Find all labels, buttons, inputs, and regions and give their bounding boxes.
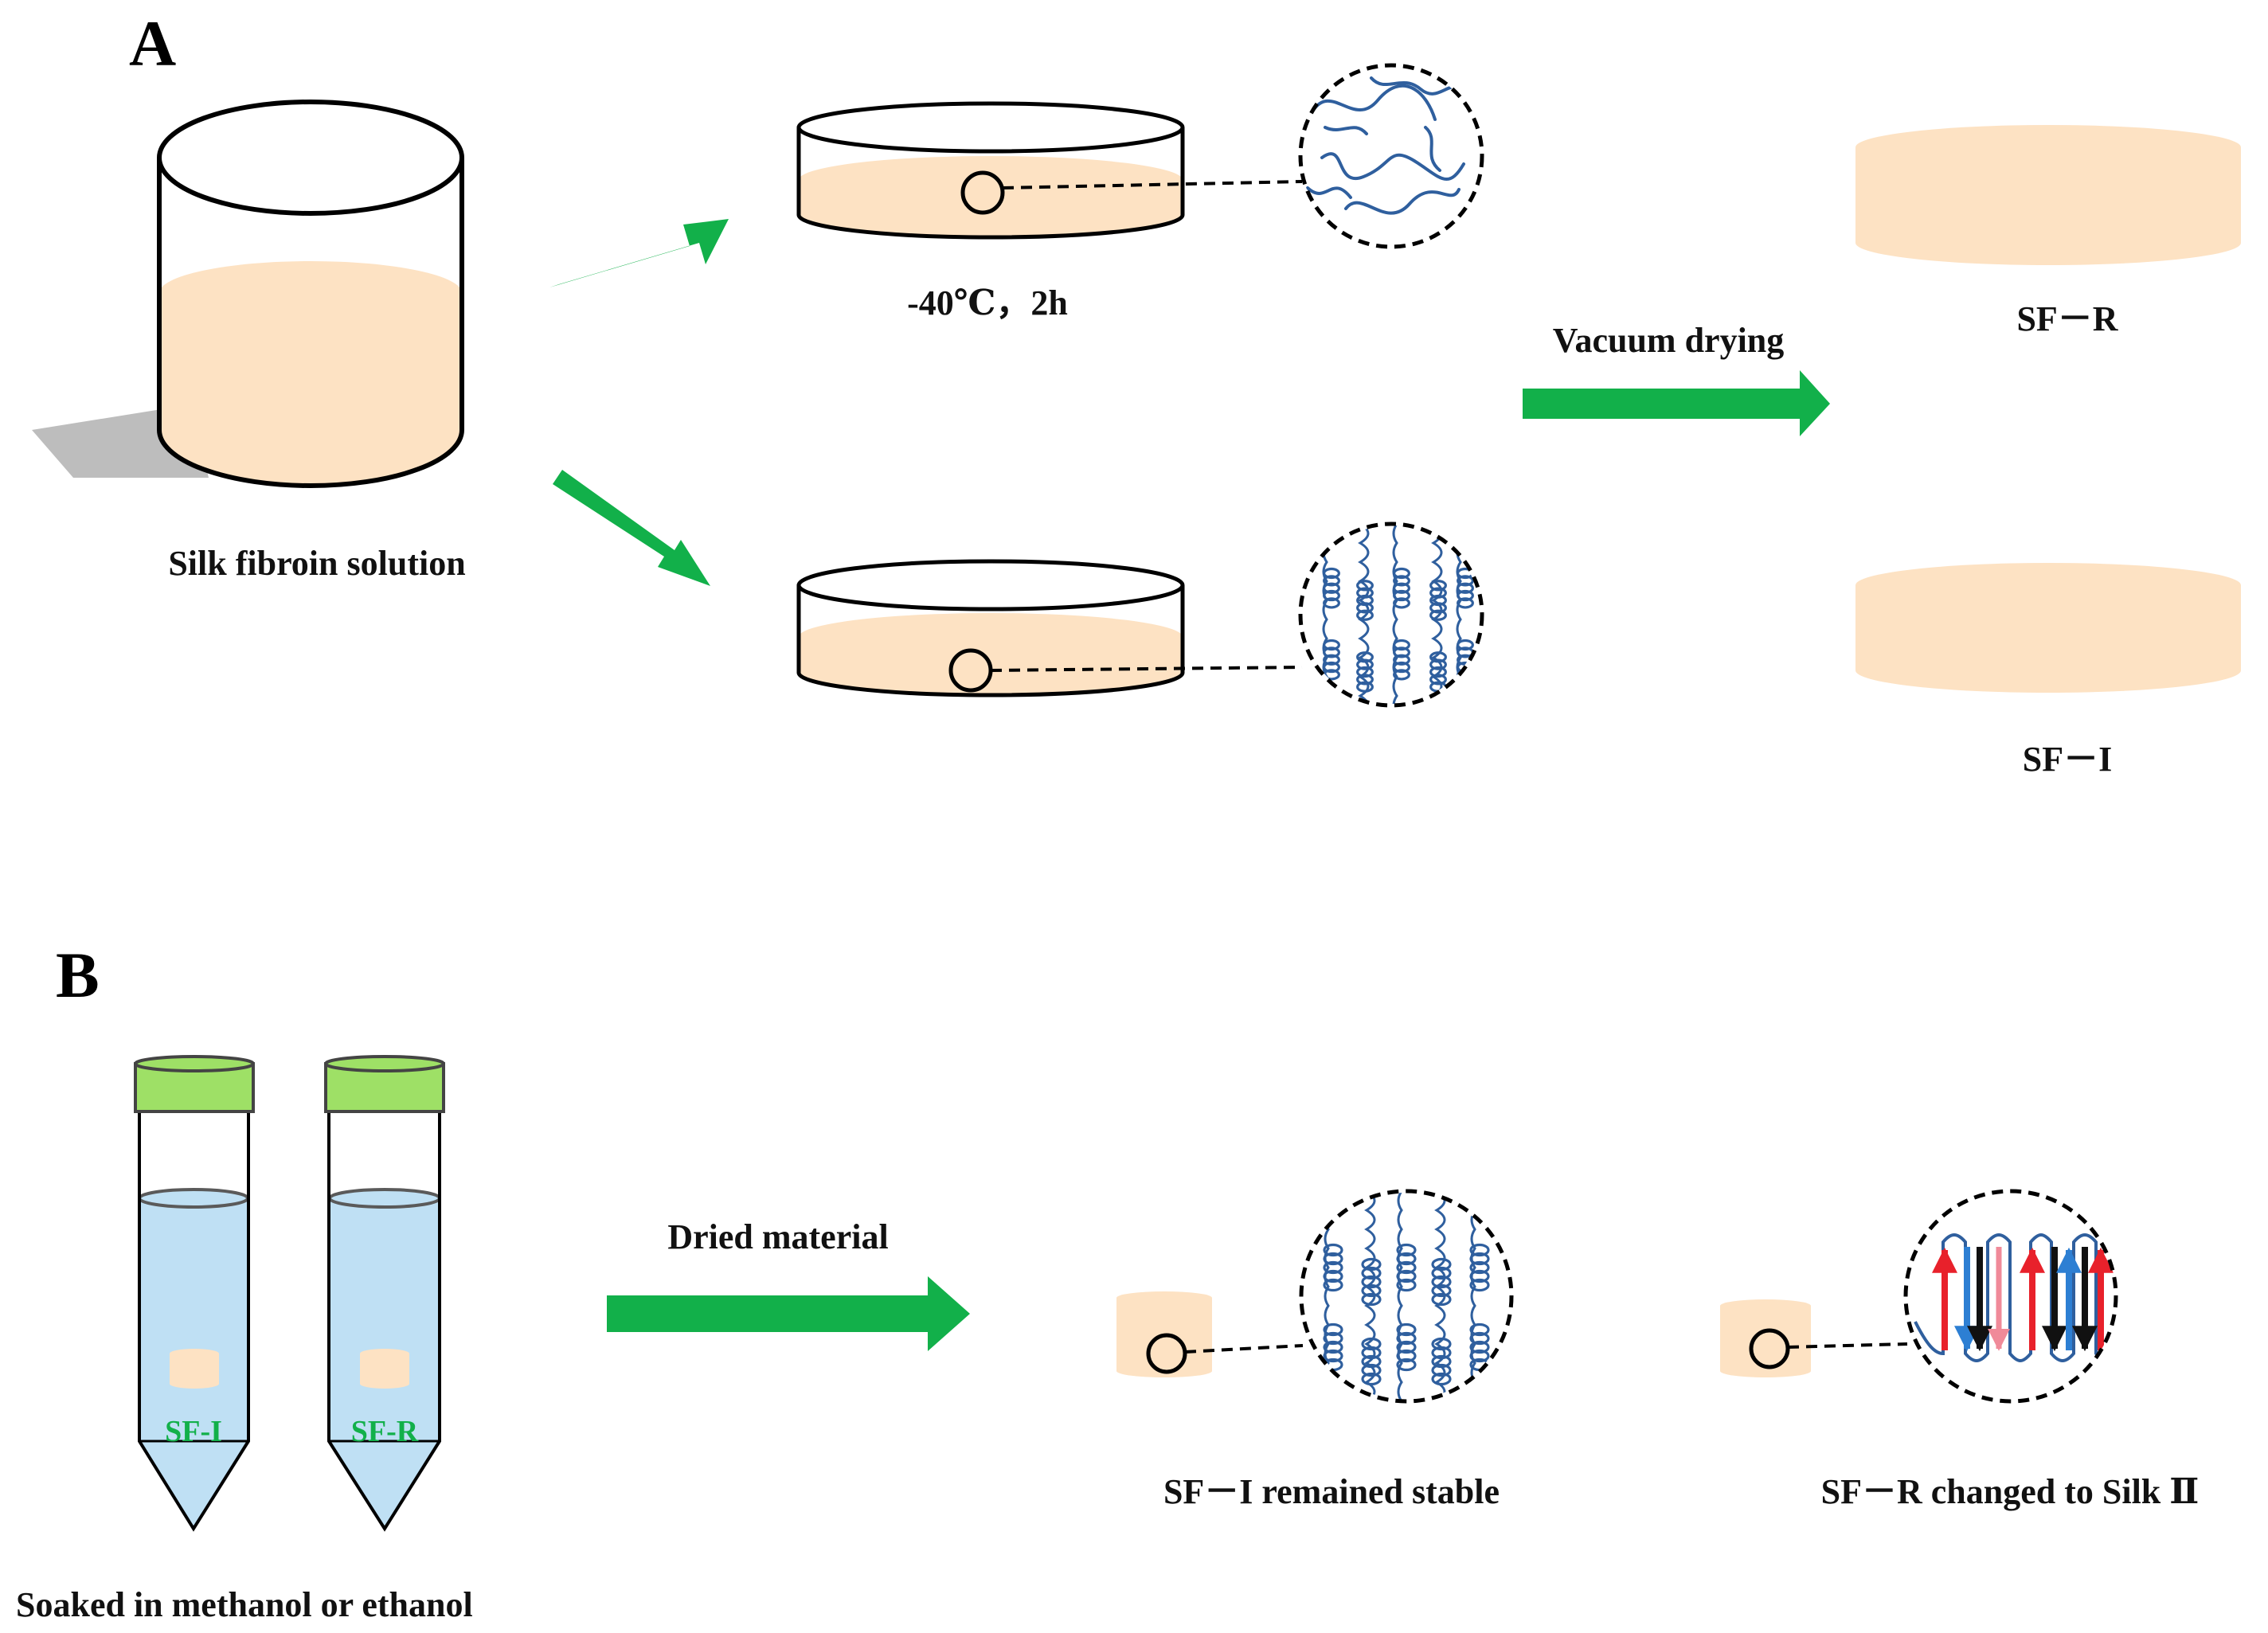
beta-sheet-backbone xyxy=(1914,1233,2116,1362)
sf-i-label: SF－I xyxy=(2023,740,2112,779)
petri-dish-bottom xyxy=(796,559,1303,697)
sf-r-label: SF－R xyxy=(2016,299,2118,338)
arrow-to-top-dish xyxy=(549,219,729,287)
tube-sf-r xyxy=(324,1055,445,1532)
alpha-helix-coil xyxy=(1323,1243,1343,1292)
freeze-condition-label: -40℃，2h xyxy=(907,283,1068,322)
alpha-helix-coil xyxy=(1361,1337,1382,1386)
vacuum-drying-arrow xyxy=(1523,370,1830,436)
tube-sf-i xyxy=(134,1055,255,1532)
beaker xyxy=(32,100,464,488)
tube-left-body xyxy=(138,1111,250,1532)
panel-a-letter: A xyxy=(129,7,176,80)
alpha-helix-coil xyxy=(1396,1322,1417,1372)
sf-i-disc xyxy=(1855,563,2241,693)
alpha-helix-coil xyxy=(1431,1257,1452,1307)
dish-top-rim xyxy=(796,101,1185,154)
dish-top-wall xyxy=(796,127,1185,240)
dish-top-zoom-line xyxy=(1002,180,1303,189)
petri-dish-top xyxy=(796,101,1303,240)
vacuum-drying-label: Vacuum drying xyxy=(1553,321,1785,360)
beaker-wall xyxy=(157,158,464,488)
beaker-rim xyxy=(157,100,464,216)
dish-bottom-wall xyxy=(796,585,1185,697)
dried-material-label: Dried material xyxy=(667,1217,888,1256)
alpha-helix-coil xyxy=(1323,567,1340,609)
alpha-helix-coil xyxy=(1356,651,1374,693)
tube-right-body xyxy=(327,1111,441,1532)
zoom-helical-structure xyxy=(1298,522,1484,708)
zoom-silk-ii-beta-sheet xyxy=(1903,1189,2118,1404)
dish-bottom-rim xyxy=(796,559,1185,611)
zoom-random-coil xyxy=(1298,63,1484,249)
sf-r-disc xyxy=(1855,125,2241,265)
solution-label: Silk fibroin solution xyxy=(168,544,465,583)
sf-i-result-label: SF－I remained stable xyxy=(1163,1472,1500,1511)
tube-left-sample xyxy=(170,1349,219,1389)
zoom-sf-i-helical xyxy=(1299,1189,1514,1404)
alpha-helix-coil xyxy=(1323,1322,1343,1372)
fiber-strand xyxy=(1397,1193,1403,1400)
beaker-solution xyxy=(159,261,462,486)
sf-i-result xyxy=(1116,1291,1304,1377)
tube-right-sample xyxy=(360,1349,409,1389)
alpha-helix-coil xyxy=(1469,1243,1490,1292)
sf-r-result xyxy=(1720,1299,1908,1377)
alpha-helix-coil xyxy=(1356,580,1374,621)
dish-top-zoom-marker xyxy=(960,170,1005,215)
alpha-helix-coil xyxy=(1429,580,1447,621)
sf-r-sample xyxy=(1720,1299,1811,1377)
sf-i-zoom-marker xyxy=(1146,1333,1187,1374)
alpha-helix-coil xyxy=(1393,567,1410,609)
panel-b-letter: B xyxy=(56,939,100,1011)
dried-material-arrow xyxy=(607,1276,970,1351)
alpha-helix-coil xyxy=(1361,1257,1382,1307)
tube-left-label: SF-I xyxy=(165,1415,222,1448)
dish-bottom-solution xyxy=(799,613,1183,695)
alpha-helix-coil xyxy=(1431,1337,1452,1386)
sf-r-zoom-marker xyxy=(1749,1328,1790,1369)
alpha-helix-coil xyxy=(1396,1243,1417,1292)
soak-label: Soaked in methanol or ethanol xyxy=(16,1585,473,1624)
sf-r-result-label: SF－R changed to Silk Ⅱ xyxy=(1821,1472,2200,1511)
arrow-to-bottom-dish xyxy=(553,470,710,586)
alpha-helix-coil xyxy=(1393,639,1410,681)
fiber-strand xyxy=(1392,525,1398,704)
dish-top-solution xyxy=(799,156,1183,237)
tube-right-label: SF-R xyxy=(351,1415,419,1448)
dish-bottom-zoom-line xyxy=(990,666,1303,672)
